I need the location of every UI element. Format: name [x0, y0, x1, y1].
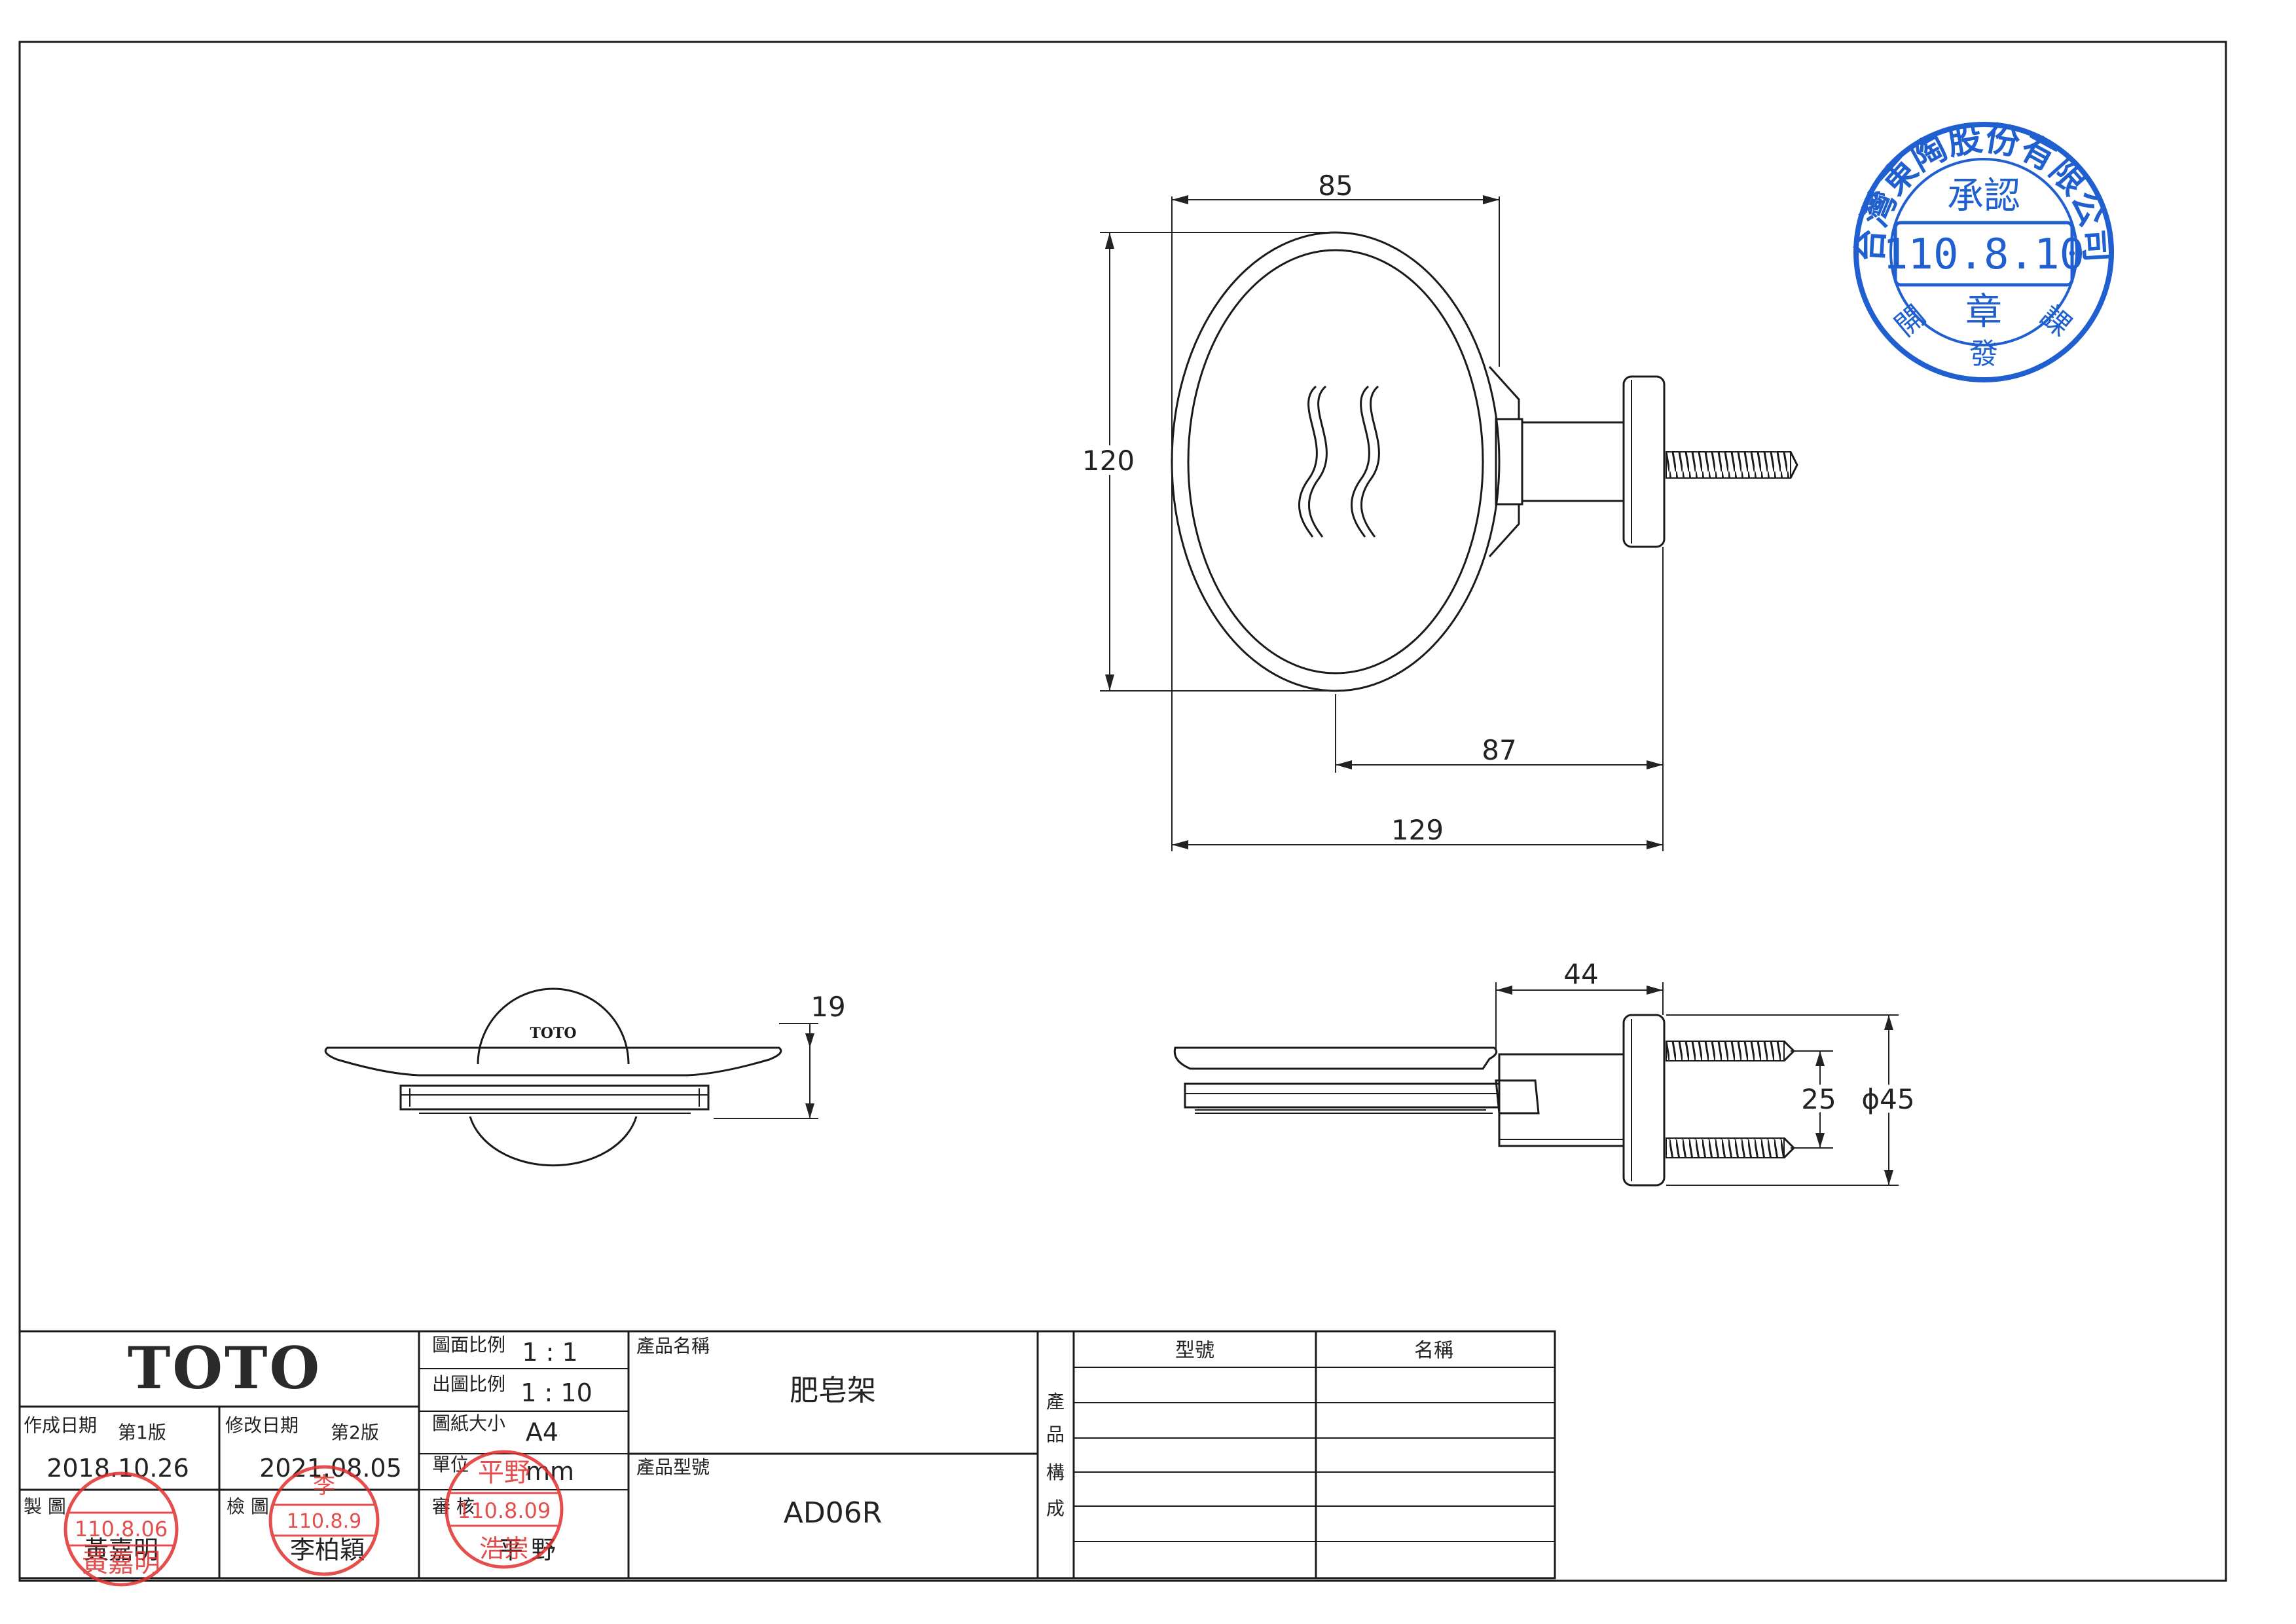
approval-left: 開	[1889, 299, 1932, 343]
top-view-dimensions: 85 120 87 129	[1078, 170, 1664, 851]
product-model: AD06R	[784, 1496, 883, 1530]
dim-height: 120	[1082, 445, 1135, 477]
product-model-label: 產品型號	[636, 1456, 710, 1478]
approval-right: 課	[2033, 299, 2077, 343]
approval-footer: 章	[1965, 291, 2002, 333]
approval-date: 110.8.10	[1883, 231, 2085, 279]
checked-by: 李柏穎	[290, 1536, 365, 1564]
dim-screw-spacing: 25	[1801, 1083, 1836, 1115]
side-view	[1173, 1014, 1796, 1187]
title-block: TOTO 作成日期 第1版 2018.10.26 修改日期 第2版 2021.0…	[18, 1330, 1556, 1579]
front-view: TOTO	[324, 987, 782, 1167]
approval-stamp: 台灣東陶股份有限公司 承認 110.8.10 章 開 課 發	[1850, 119, 2117, 382]
top-view	[1171, 231, 1798, 692]
toto-logo: TOTO	[128, 1334, 321, 1402]
created-date-label: 作成日期	[24, 1414, 97, 1436]
paper-value: A4	[526, 1418, 558, 1447]
col-model-header: 型號	[1175, 1339, 1214, 1362]
drawn-label: 製 圖	[24, 1496, 66, 1517]
review-stamp-date: 110.8.09	[458, 1498, 551, 1523]
paper-label: 圖紙大小	[432, 1412, 505, 1434]
composition-label-3: 構	[1046, 1462, 1065, 1483]
dim-side-depth: 44	[1563, 958, 1598, 990]
product-name: 肥皂架	[790, 1374, 876, 1407]
version1-label: 第1版	[118, 1422, 166, 1443]
dim-depth-base: 87	[1482, 734, 1516, 766]
dim-depth-total: 129	[1391, 814, 1444, 846]
approval-bottom: 發	[1969, 337, 1998, 371]
created-date: 2018.10.26	[46, 1454, 189, 1483]
scale-value: 1 : 1	[522, 1338, 577, 1367]
review-stamp-sub: 浩崇	[479, 1534, 529, 1563]
print-scale-value: 1 : 10	[520, 1378, 592, 1407]
col-name-header: 名稱	[1414, 1339, 1453, 1362]
version2-label: 第2版	[331, 1422, 379, 1443]
product-name-label: 產品名稱	[636, 1335, 710, 1357]
drawn-stamp: 110.8.06 黃嘉明	[64, 1471, 179, 1587]
review-stamp-name: 平野	[478, 1458, 530, 1488]
review-stamp: 平野 110.8.09 浩崇	[445, 1450, 564, 1569]
print-scale-label: 出圖比例	[432, 1373, 505, 1395]
revised-date-label: 修改日期	[225, 1414, 299, 1436]
scale-label: 圖面比例	[432, 1334, 505, 1356]
checked-stamp-date: 110.8.9	[287, 1510, 362, 1533]
front-view-logo: TOTO	[530, 1025, 576, 1042]
composition-label-4: 成	[1046, 1498, 1065, 1519]
dim-top-width: 85	[1318, 170, 1353, 202]
composition-label-2: 品	[1046, 1424, 1065, 1445]
checked-stamp: 李 110.8.9	[268, 1465, 380, 1576]
composition-label-1: 產	[1046, 1391, 1065, 1412]
drawn-stamp-date: 110.8.06	[75, 1517, 168, 1541]
drawn-by: 黃嘉明	[84, 1536, 158, 1564]
side-view-dimensions: 44 25 ϕ45	[1495, 958, 1919, 1186]
front-view-dimensions: 19	[714, 991, 846, 1119]
review-label: 審 核	[432, 1496, 475, 1517]
dim-front-thickness: 19	[811, 991, 845, 1023]
drawn-stamp-name: 黃嘉明	[82, 1548, 160, 1578]
checked-label: 檢 圖	[227, 1496, 269, 1517]
approval-title: 承認	[1947, 175, 2020, 217]
dim-base-diameter: ϕ45	[1861, 1083, 1914, 1115]
checked-stamp-name: 李	[313, 1473, 335, 1499]
unit-label: 單位	[432, 1454, 469, 1475]
